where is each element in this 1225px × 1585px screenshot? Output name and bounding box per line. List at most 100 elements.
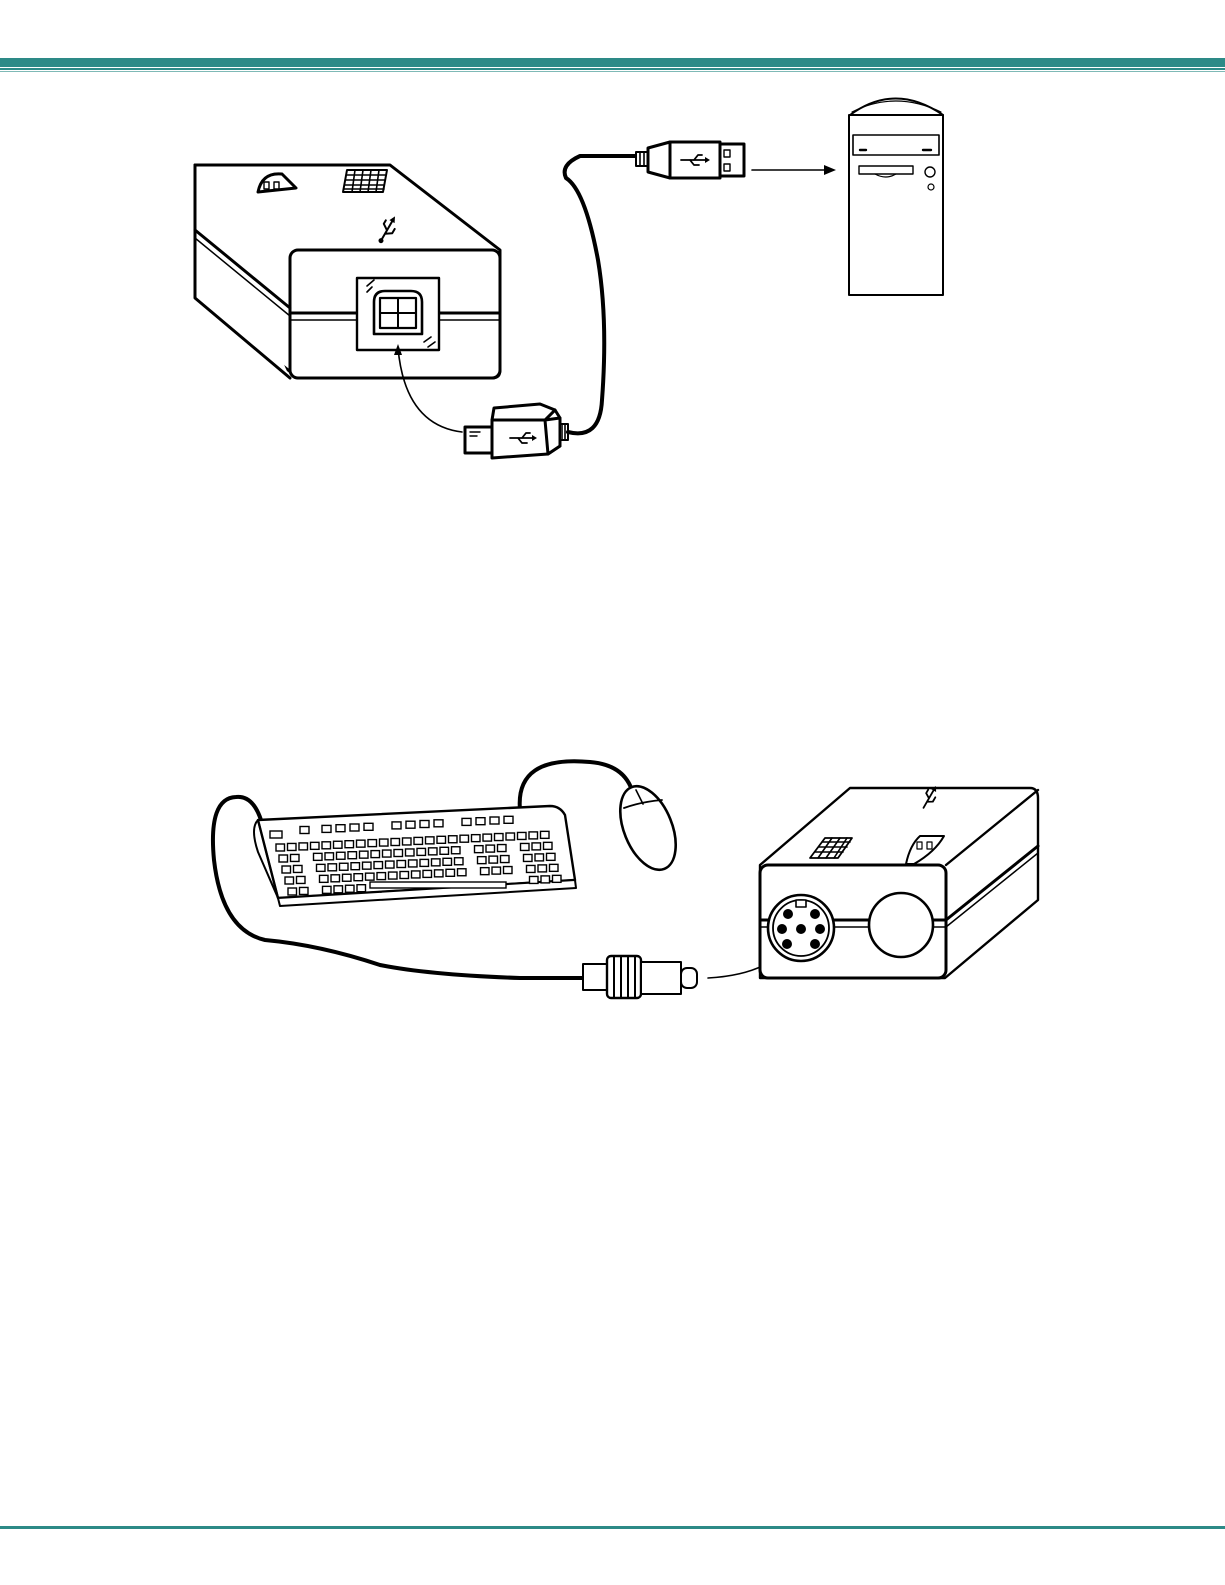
keyboard-key xyxy=(364,823,373,830)
keyboard-key xyxy=(414,837,423,844)
keyboard-key xyxy=(322,842,331,849)
keyboard-key xyxy=(377,873,386,880)
keyboard-key xyxy=(291,854,300,861)
keyboard-key xyxy=(383,850,392,857)
header-rule xyxy=(0,58,1225,67)
keyboard-key xyxy=(530,876,539,883)
keyboard-key xyxy=(518,832,527,839)
keyboard-key xyxy=(504,867,513,874)
mouse xyxy=(609,778,686,878)
keyboard-key xyxy=(340,863,349,870)
keyboard-key xyxy=(345,841,354,848)
keyboard-key xyxy=(297,876,306,883)
keyboard-key xyxy=(279,855,288,862)
keyboard-key xyxy=(478,857,487,864)
keyboard-key xyxy=(334,886,343,893)
keyboard-key xyxy=(420,859,429,866)
keyboard-key xyxy=(337,852,346,859)
keyboard-key xyxy=(320,875,329,882)
keyboard-key xyxy=(392,822,401,829)
keyboard-key xyxy=(270,831,282,838)
keyboard-key xyxy=(323,886,332,893)
keyboard-key xyxy=(434,820,443,827)
ps2-port-cover xyxy=(869,893,933,957)
header-rule-line xyxy=(0,68,1225,70)
keyboard-key xyxy=(544,842,553,849)
keyboard-key xyxy=(483,834,492,841)
keyboard-key xyxy=(506,833,515,840)
keyboard-key xyxy=(282,866,291,873)
keyboard-key xyxy=(357,840,366,847)
keyboard-key xyxy=(299,843,308,850)
keyboard-key xyxy=(406,821,415,828)
usb-a-plug xyxy=(636,142,744,178)
keyboard-key xyxy=(328,864,337,871)
keyboard-key xyxy=(489,856,498,863)
extender-box-usb xyxy=(195,165,500,378)
keyboard-key xyxy=(541,831,550,838)
keyboard-key xyxy=(501,856,510,863)
keyboard-key xyxy=(449,836,458,843)
keyboard-key xyxy=(420,821,429,828)
keyboard-key xyxy=(300,887,309,894)
keyboard-key xyxy=(391,839,400,846)
keyboard xyxy=(254,806,576,906)
keyboard-key xyxy=(446,869,455,876)
keyboard-key xyxy=(435,870,444,877)
keyboard-key xyxy=(366,873,375,880)
keyboard-key xyxy=(437,836,446,843)
keyboard-key xyxy=(532,843,541,850)
keyboard-key xyxy=(524,854,533,861)
usb-connection-figure xyxy=(0,80,1225,480)
keyboard-key xyxy=(538,865,547,872)
keyboard-key xyxy=(460,835,469,842)
keyboard-key xyxy=(336,825,345,832)
keyboard-key xyxy=(475,846,484,853)
keyboard-key xyxy=(346,885,355,892)
keyboard-key xyxy=(350,824,359,831)
keyboard-key xyxy=(394,850,403,857)
keyboard-key xyxy=(331,875,340,882)
keyboard-key xyxy=(397,861,406,868)
keyboard-key xyxy=(370,882,506,888)
keyboard-key xyxy=(452,847,461,854)
keyboard-key xyxy=(322,825,331,832)
keyboard-key xyxy=(535,854,544,861)
keyboard-key xyxy=(334,841,343,848)
keyboard-key xyxy=(417,848,426,855)
keyboard-key xyxy=(486,845,495,852)
keyboard-key xyxy=(403,838,412,845)
keyboard-key xyxy=(426,837,435,844)
keyboard-key xyxy=(409,860,418,867)
keyboard-key xyxy=(276,844,285,851)
usb-cable xyxy=(565,156,638,433)
keyboard-key xyxy=(400,872,409,879)
keyboard-key xyxy=(363,862,372,869)
keyboard-key xyxy=(440,847,449,854)
keyboard-key xyxy=(288,888,297,895)
tower-computer xyxy=(849,99,943,296)
keyboard-key xyxy=(374,862,383,869)
keyboard-key xyxy=(476,818,485,825)
keyboard-key xyxy=(553,875,562,882)
keyboard-key xyxy=(389,872,398,879)
keyboard-key xyxy=(521,843,530,850)
keyboard-key xyxy=(325,853,334,860)
keyboard-key xyxy=(348,852,357,859)
keyboard-key xyxy=(357,885,366,892)
keyboard-key xyxy=(547,853,556,860)
keyboard-key xyxy=(380,839,389,846)
ps2-port xyxy=(768,895,834,961)
keyboard-key xyxy=(458,869,467,876)
keyboard-key xyxy=(412,871,421,878)
keyboard-key xyxy=(368,840,377,847)
keyboard-key xyxy=(406,849,415,856)
keyboard-key xyxy=(343,874,352,881)
keyboard-key xyxy=(492,867,501,874)
keyboard-key xyxy=(423,870,432,877)
header-rule-thin xyxy=(0,71,1225,72)
grille-icon xyxy=(343,170,387,192)
keyboard-key xyxy=(529,832,538,839)
keyboard-key xyxy=(443,858,452,865)
keyboard-key xyxy=(472,835,481,842)
